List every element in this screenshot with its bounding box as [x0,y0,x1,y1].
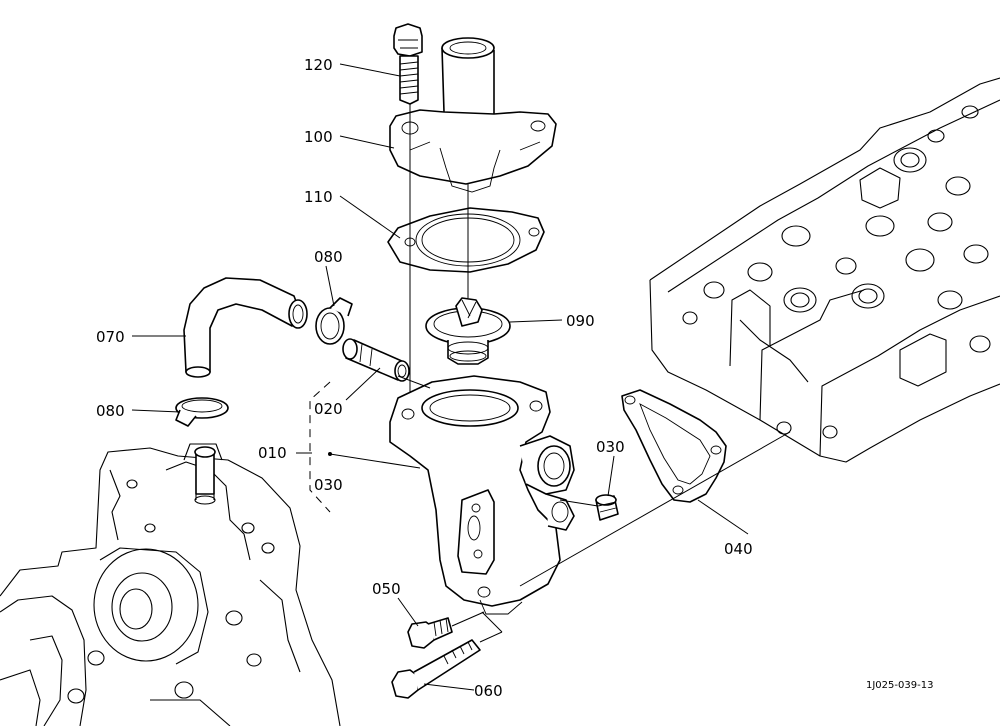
part-030-plug[interactable] [595,494,619,521]
cylinder-head-background [649,77,1000,463]
label-040[interactable]: 040 [724,540,753,558]
label-080-upper[interactable]: 080 [314,248,343,266]
water-pump-nipple [194,446,216,495]
part-labels: 120 100 110 080 070 090 020 080 010 030 … [96,56,933,700]
leader-lines [131,63,749,691]
label-050[interactable]: 050 [372,580,401,598]
label-020[interactable]: 020 [314,400,343,418]
part-090-thermostat[interactable] [425,297,511,365]
label-080-lower[interactable]: 080 [96,402,125,420]
part-120-bolt[interactable] [393,23,423,105]
label-110[interactable]: 110 [304,188,333,206]
label-030-right[interactable]: 030 [596,438,625,456]
part-070-bypass-hose[interactable] [183,277,308,378]
label-120[interactable]: 120 [304,56,333,74]
part-080-hose-clamp-lower[interactable] [175,397,229,427]
part-060-bolt[interactable] [391,639,481,699]
part-040-gasket[interactable] [621,389,727,503]
assembly-lines [397,104,791,643]
part-110-gasket[interactable] [387,207,545,273]
part-050-bolt[interactable] [407,617,453,649]
label-100[interactable]: 100 [304,128,333,146]
label-060[interactable]: 060 [474,682,503,700]
part-010-thermostat-housing[interactable] [389,375,575,615]
label-090[interactable]: 090 [566,312,595,330]
part-020-pipe[interactable] [342,338,410,382]
water-pump-background [0,443,341,726]
label-070[interactable]: 070 [96,328,125,346]
label-030-left[interactable]: 030 [314,476,343,494]
label-010[interactable]: 010 [258,444,287,462]
part-080-hose-clamp-upper[interactable] [315,297,353,345]
reference-code: 1J025-039-13 [866,680,933,691]
part-100-water-flange[interactable] [389,37,557,193]
